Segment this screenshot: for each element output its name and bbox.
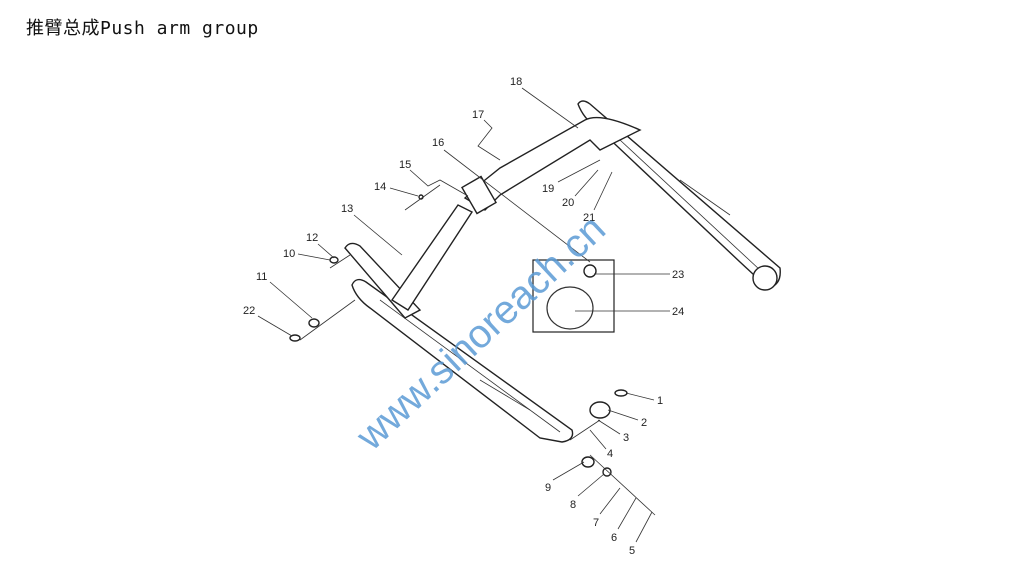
callout-12: 12 [306,232,318,244]
page-title: 推臂总成Push arm group [26,18,259,39]
callout-4: 4 [607,448,613,460]
callout-19: 19 [542,183,554,195]
callout-3: 3 [623,432,629,444]
callout-7: 7 [593,517,599,529]
callout-17: 17 [472,109,484,121]
callout-10: 10 [283,248,295,260]
callout-2: 2 [641,417,647,429]
callout-9: 9 [545,482,551,494]
callout-24: 24 [672,306,684,318]
callout-15: 15 [399,159,411,171]
callout-5: 5 [629,545,635,557]
small-parts [289,184,656,516]
callout-14: 14 [374,181,386,193]
crossbar [391,116,642,311]
callout-11: 11 [256,271,267,283]
callout-18: 18 [510,76,522,88]
callout-22: 22 [243,305,255,317]
callout-23: 23 [672,269,684,281]
callout-6: 6 [611,532,617,544]
callout-16: 16 [432,137,444,149]
callout-13: 13 [341,203,353,215]
callout-21: 21 [583,212,595,224]
leader-lines [257,87,670,543]
watermark: www.sinoreach.cn [347,207,614,460]
detail-inset [532,259,615,333]
callout-labels: 18 17 16 15 14 13 12 10 11 22 19 20 21 2… [243,76,684,557]
callout-1: 1 [657,395,663,407]
callout-20: 20 [562,197,574,209]
right-arm [577,100,781,291]
callout-8: 8 [570,499,576,511]
